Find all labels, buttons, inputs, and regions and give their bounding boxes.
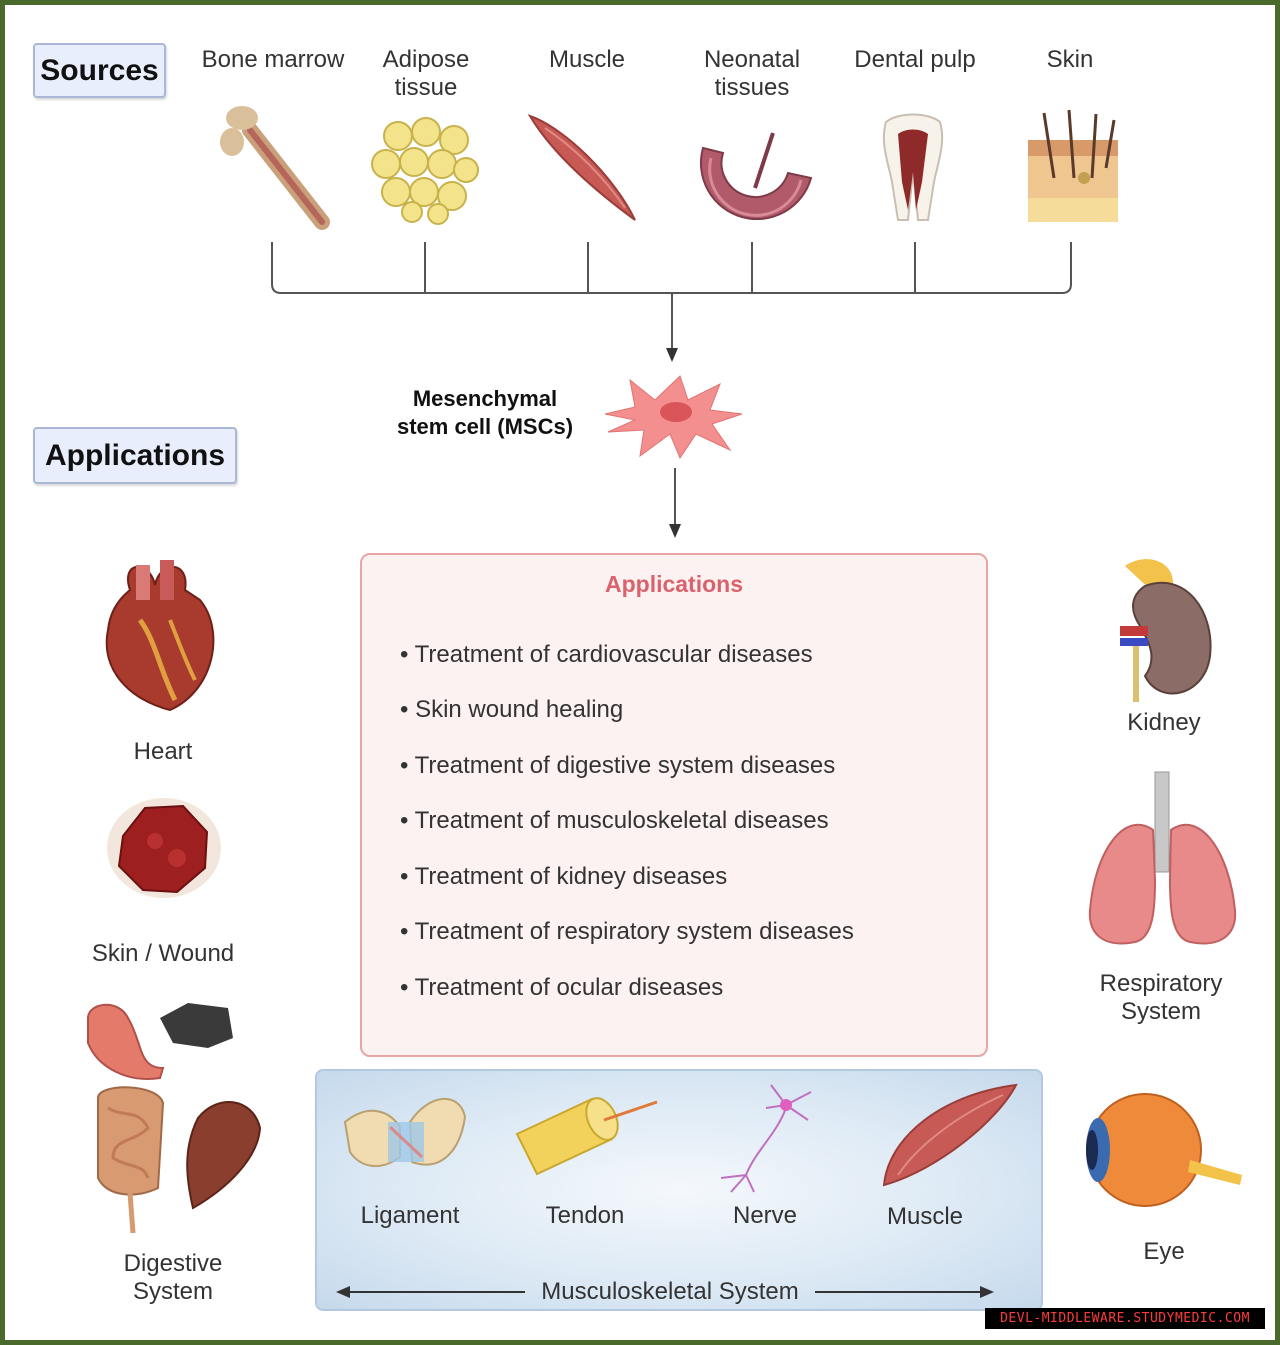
source-label-neonatal: Neonatal tissues	[703, 46, 801, 101]
adipose-icon	[371, 117, 479, 225]
right-organ-label-eye: Eye	[1143, 1238, 1185, 1265]
left-organ-label-digestive: Digestive System	[123, 1250, 223, 1305]
tendon-icon	[515, 1097, 658, 1176]
musculoskeletal-label-ligament: Ligament	[360, 1202, 460, 1229]
wound-icon	[107, 798, 221, 898]
muscle-icon	[527, 114, 636, 221]
application-item: • Treatment of cardiovascular diseases	[400, 641, 813, 668]
application-item: • Treatment of musculoskeletal diseases	[400, 807, 829, 834]
msc-label: Mesenchymal stem cell (MSCs)	[396, 386, 574, 439]
application-item: • Skin wound healing	[400, 696, 624, 723]
ligament-icon	[343, 1097, 467, 1167]
bone-icon	[220, 106, 330, 230]
tooth-icon	[882, 113, 944, 221]
applications-tag: Applications	[33, 427, 237, 484]
left-organ-label-wound: Skin / Wound	[91, 940, 235, 967]
musculoskeletal-label-tendon: Tendon	[545, 1202, 625, 1229]
applications-box-title: Applications	[604, 571, 743, 597]
source-label-muscle: Muscle	[548, 46, 626, 73]
heart-icon	[105, 560, 215, 712]
digestive-icon	[87, 1003, 262, 1234]
kidney-icon	[1120, 559, 1212, 702]
placenta-icon	[700, 132, 813, 221]
muscle-icon	[882, 1083, 1018, 1187]
application-item: • Treatment of ocular diseases	[400, 974, 724, 1001]
nerve-icon	[720, 1084, 812, 1193]
source-label-bone-marrow: Bone marrow	[201, 46, 345, 73]
musculoskeletal-title: Musculoskeletal System	[541, 1278, 799, 1305]
right-organ-label-kidney: Kidney	[1127, 709, 1201, 736]
applications-box: Applications • Treatment of cardiovascul…	[360, 553, 988, 1057]
right-organ-label-respiratory: Respiratory System	[1099, 970, 1223, 1025]
watermark: DEVL-MIDDLEWARE.STUDYMEDIC.COM	[985, 1308, 1265, 1329]
lungs-icon	[1088, 771, 1237, 945]
source-label-adipose: Adipose tissue	[382, 46, 470, 101]
sources-tag: Sources	[33, 43, 166, 98]
application-item: • Treatment of kidney diseases	[400, 863, 728, 890]
application-item: • Treatment of respiratory system diseas…	[400, 918, 854, 945]
musculoskeletal-arrow	[336, 1286, 994, 1298]
stem-cell-icon	[604, 375, 743, 460]
sources-bracket	[271, 242, 1072, 538]
musculoskeletal-label-nerve: Nerve	[732, 1202, 798, 1229]
source-label-dental-pulp: Dental pulp	[854, 46, 976, 73]
musculoskeletal-label-muscle: Muscle	[886, 1203, 964, 1230]
eye-icon	[1086, 1093, 1242, 1207]
skin-icon	[1028, 109, 1118, 222]
left-organ-label-heart: Heart	[133, 738, 193, 765]
source-label-skin: Skin	[1046, 46, 1094, 73]
application-item: • Treatment of digestive system diseases	[400, 752, 836, 779]
